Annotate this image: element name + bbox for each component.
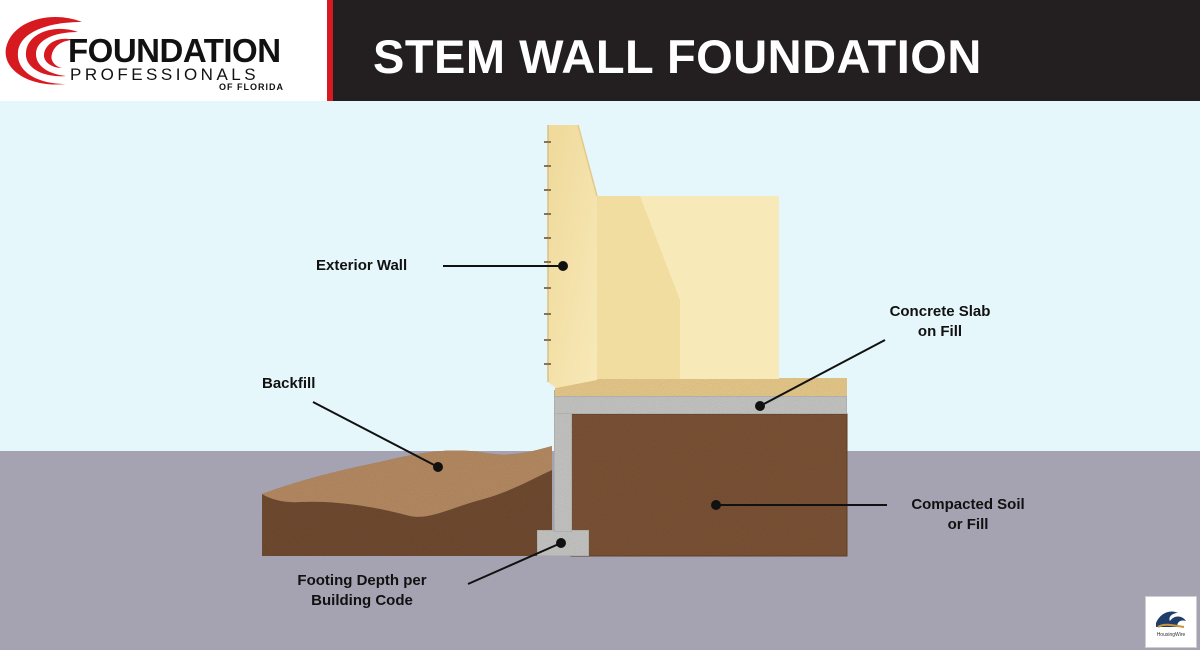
footing-label-line1: Footing Depth per	[297, 572, 427, 589]
concrete-slab-label-line2: on Fill	[917, 323, 963, 340]
backfill	[262, 446, 552, 556]
compacted-soil	[570, 413, 848, 557]
backfill-leader	[312, 401, 439, 468]
exterior-wall-label: Exterior Wall	[316, 257, 408, 274]
exterior-wall-dot	[558, 261, 568, 271]
logo-wordmark: FOUNDATION	[68, 32, 281, 69]
header-divider	[327, 0, 333, 101]
compacted-soil-label: Compacted Soil or Fill	[892, 495, 1044, 535]
concrete-slab-dot	[755, 401, 765, 411]
compacted-soil-dot	[711, 500, 721, 510]
watermark-text: HousingWire	[1156, 632, 1186, 638]
concrete-slab	[553, 395, 848, 415]
concrete-slab-label-line1: Concrete Slab	[889, 303, 991, 320]
foundation-diagram	[0, 124, 1200, 650]
company-logo: FOUNDATION PROFESSIONALS OF FLORIDA	[0, 0, 327, 101]
footing-leader	[467, 542, 562, 585]
compacted-soil-label-line2: or Fill	[947, 516, 989, 533]
footing-label-line2: Building Code	[311, 592, 413, 609]
footing-dot	[556, 538, 566, 548]
concrete-slab-leader	[759, 339, 886, 407]
compacted-soil-label-line1: Compacted Soil	[911, 496, 1025, 513]
exterior-wall	[544, 124, 779, 388]
logo-swoosh-icon	[5, 17, 82, 85]
page-title: STEM WALL FOUNDATION	[373, 30, 982, 83]
floor-surface	[555, 378, 847, 396]
wave-logo-icon	[1156, 611, 1186, 628]
backfill-label: Backfill	[262, 375, 316, 392]
logo-subname: PROFESSIONALS	[70, 65, 260, 84]
backfill-dot	[433, 462, 443, 472]
logo-tagline: OF FLORIDA	[219, 82, 284, 92]
watermark-badge: HousingWire	[1145, 596, 1197, 648]
footing-label: Footing Depth per Building Code	[284, 571, 440, 611]
header-bar: FOUNDATION PROFESSIONALS OF FLORIDA STEM…	[0, 0, 1200, 101]
concrete-slab-label: Concrete Slab on Fill	[872, 302, 1008, 342]
